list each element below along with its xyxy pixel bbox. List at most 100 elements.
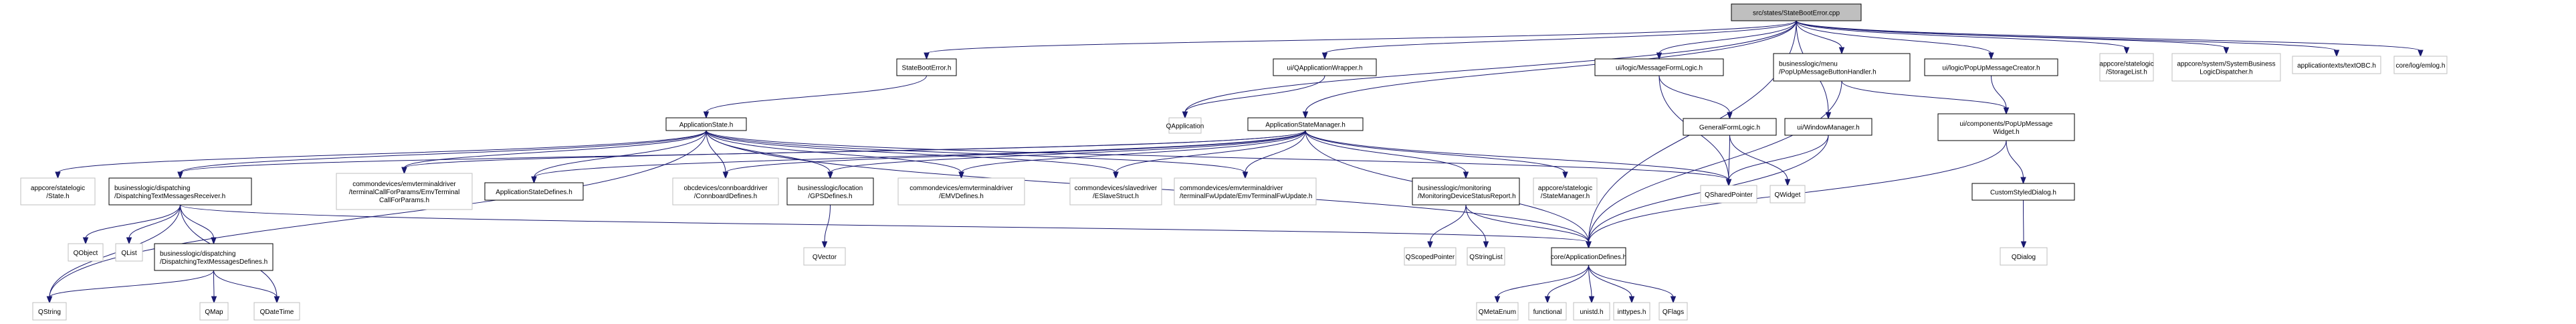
edge-application-state-manager-to-dispatching-text-messages-receiver [177, 130, 1306, 179]
node-dispatching-text-messages-defines[interactable]: businesslogic/dispatching/DispatchingTex… [154, 243, 274, 271]
node-gpsdefines[interactable]: businesslogic/location/GPSDefines.h [786, 177, 874, 206]
edge-root-to-storage-list [1796, 20, 2130, 55]
node-box [68, 243, 104, 262]
edge-root-to-application-state-manager [1302, 20, 1797, 119]
node-label: GeneralFormLogic.h [1699, 125, 1760, 132]
node-label: /DispatchingTextMessagesReceiver.h [114, 193, 225, 200]
node-label: functional [1533, 309, 1562, 316]
node-box [1613, 302, 1650, 321]
node-general-form-logic[interactable]: GeneralFormLogic.h [1683, 118, 1777, 136]
node-window-manager[interactable]: ui/WindowManager.h [1784, 118, 1872, 136]
edge-root-to-pop-up-message-button-handler [1796, 20, 1845, 55]
node-box [1971, 183, 2075, 201]
edge-line [706, 130, 726, 173]
edge-pop-up-message-widget-to-custom-styled-dialog [2006, 140, 2026, 185]
edge-line [49, 270, 214, 298]
arrowhead-icon [82, 237, 89, 245]
arrowhead-icon [703, 111, 710, 119]
edge-line [1991, 75, 2007, 109]
node-label: ui/logic/PopUpMessageCreator.h [1942, 65, 2040, 72]
arrowhead-icon [958, 171, 964, 179]
arrowhead-icon [46, 296, 53, 304]
edge-line [1796, 20, 1992, 54]
node-box [1700, 185, 1757, 204]
edge-line [534, 130, 1306, 178]
node-application-state-defines[interactable]: ApplicationStateDefines.h [484, 182, 584, 201]
arrowhead-icon [2223, 47, 2230, 55]
arrowhead-icon [821, 241, 828, 249]
edge-application-state-to-emv-terminal-call-for-params [401, 130, 707, 175]
node-label: /StateManager.h [1541, 193, 1590, 200]
node-emlog: core/log/emlog.h [2393, 56, 2448, 74]
edge-line [213, 270, 278, 298]
edge-dispatching-text-messages-defines-to-qstring [46, 270, 214, 304]
node-state-boot-error[interactable]: StateBootError.h [896, 58, 957, 76]
node-pop-up-message-button-handler[interactable]: businesslogic/menu/PopUpMessageButtonHan… [1773, 53, 1911, 82]
edge-line [1115, 130, 1306, 173]
edge-line [1465, 204, 1487, 243]
node-system-business-logic-dispatcher: appcore/system/SystemBusinessLogicDispat… [2171, 53, 2281, 82]
arrowhead-icon [2003, 107, 2010, 115]
node-label: ui/WindowManager.h [1797, 125, 1859, 132]
node-state: appcore/statelogic/State.h [20, 177, 96, 206]
edge-dispatching-text-messages-defines-to-qmap [211, 270, 217, 304]
edge-pop-up-message-creator-to-pop-up-message-widget [1991, 75, 2010, 115]
arrowhead-icon [1544, 296, 1551, 304]
arrowhead-icon [1483, 241, 1489, 249]
node-label: /GPSDefines.h [808, 193, 852, 200]
edge-application-state-manager-to-emv-terminal-call-for-params [401, 130, 1306, 175]
node-qflags: QFlags [1658, 302, 1688, 321]
node-box [154, 243, 274, 271]
node-application-state-manager[interactable]: ApplicationStateManager.h [1247, 117, 1364, 131]
edge-line [706, 130, 1246, 173]
node-box [253, 302, 300, 321]
node-message-form-logic[interactable]: ui/logic/MessageFormLogic.h [1594, 58, 1724, 76]
node-box [2393, 56, 2448, 74]
edge-line [725, 130, 1306, 173]
arrowhead-icon [2333, 50, 2340, 58]
edge-state-boot-error-to-application-state [703, 75, 927, 119]
node-application-defines[interactable]: core/ApplicationDefines.h [1551, 247, 1626, 266]
edge-line [404, 130, 1306, 169]
node-custom-styled-dialog[interactable]: CustomStyledDialog.h [1971, 183, 2075, 201]
node-box [1069, 177, 1162, 206]
node-pop-up-message-creator[interactable]: ui/logic/PopUpMessageCreator.h [1924, 58, 2058, 76]
node-label: obcdevices/connboarddriver [683, 185, 768, 192]
arrowhead-icon [1494, 296, 1501, 304]
arrowhead-icon [1321, 52, 1328, 60]
arrowhead-icon [1588, 296, 1595, 304]
edge-root-to-system-business-logic-dispatcher [1796, 20, 2230, 55]
node-box [1594, 58, 1724, 76]
edge-line [1588, 264, 1592, 298]
node-emv-terminal-fw-update: commondevices/emvterminaldriver/terminal… [1174, 177, 1317, 206]
node-functional: functional [1528, 302, 1567, 321]
node-label: QMap [205, 309, 223, 316]
arrowhead-icon [1242, 171, 1249, 179]
node-qmeta-enum: QMetaEnum [1476, 302, 1519, 321]
node-box [1573, 302, 1610, 321]
edge-line [534, 130, 707, 178]
node-label: unistd.h [1580, 309, 1603, 316]
node-application-state[interactable]: ApplicationState.h [665, 117, 747, 131]
node-qapplication-wrapper[interactable]: ui/QApplicationWrapper.h [1273, 58, 1377, 76]
node-box [1784, 118, 1872, 136]
edge-line [1245, 130, 1306, 173]
arrowhead-icon [924, 52, 930, 60]
node-label: QDateTime [260, 309, 294, 316]
node-monitoring-device-status-report[interactable]: businesslogic/monitoring/MonitoringDevic… [1412, 177, 1520, 206]
edge-root-to-pop-up-message-creator [1796, 20, 1994, 60]
arrowhead-icon [274, 296, 280, 304]
node-qmap: QMap [199, 302, 229, 321]
node-box [896, 58, 957, 76]
node-dispatching-text-messages-receiver[interactable]: businesslogic/dispatching/DispatchingTex… [108, 177, 252, 206]
edge-application-defines-to-qflags [1588, 264, 1677, 304]
edge-application-defines-to-unistd [1588, 264, 1595, 304]
edge-line [1184, 75, 1325, 113]
node-connboard-defines: obcdevices/connboarddriver/ConnboardDefi… [672, 177, 779, 206]
node-label: QApplication [1166, 123, 1204, 131]
node-label: ui/QApplicationWrapper.h [1287, 65, 1362, 72]
edge-application-state-manager-to-application-state-defines [531, 130, 1306, 184]
arrowhead-icon [827, 171, 833, 179]
node-label: QString [38, 309, 61, 316]
